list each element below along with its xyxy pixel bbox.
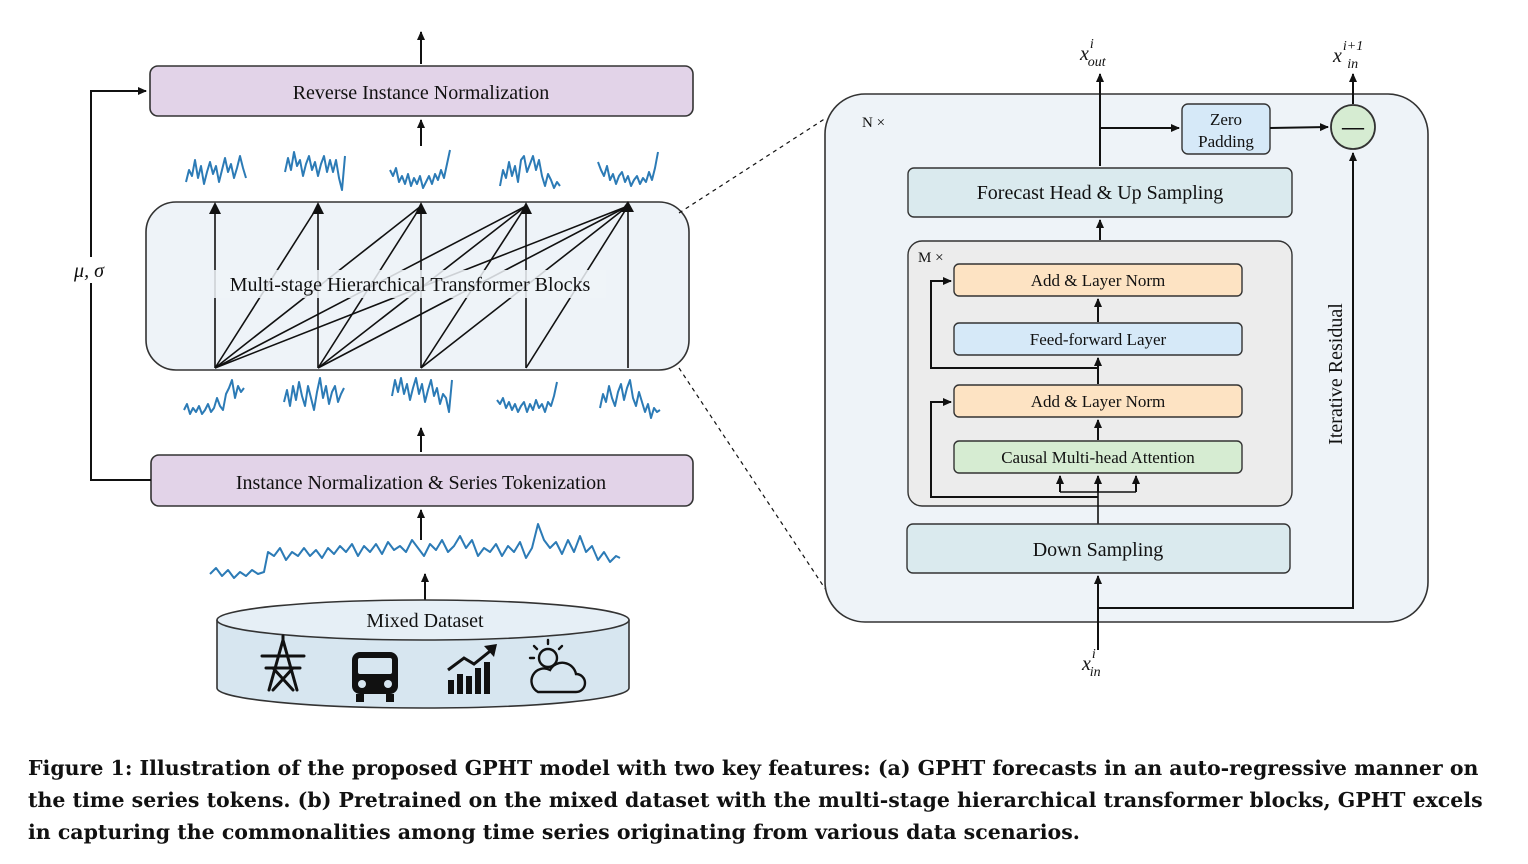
n-times-label: N × (862, 115, 885, 131)
add-norm-bottom-box: Add & Layer Norm (953, 384, 1243, 418)
forecast-head-label: Forecast Head & Up Sampling (977, 182, 1224, 204)
zoom-line-bottom (678, 367, 827, 591)
input-wave-2 (283, 377, 345, 411)
zoom-line-top (678, 117, 827, 214)
down-sampling-box: Down Sampling (906, 523, 1291, 574)
input-wave-1 (183, 379, 245, 415)
output-token-waves (185, 149, 659, 191)
residual-attention (930, 398, 1098, 498)
m-times-label: M × (918, 250, 944, 266)
add-norm-top-label: Add & Layer Norm (1031, 271, 1166, 290)
gpht-architecture-diagram: Reverse Instance Normalization (68, 31, 1429, 709)
zero-padding-label-1: Zero (1210, 110, 1242, 129)
growth-chart-icon (447, 644, 497, 694)
raw-series-wave (209, 523, 621, 579)
transformer-block-panel: M × (907, 240, 1293, 507)
bus-icon (352, 652, 398, 702)
arrow-to-minus (1269, 123, 1329, 132)
forecast-head-box: Forecast Head & Up Sampling (907, 167, 1293, 218)
input-wave-5 (599, 379, 661, 419)
residual-feed-forward (930, 277, 1098, 369)
zero-padding-label-2: Padding (1198, 132, 1254, 151)
input-wave-3 (391, 377, 453, 413)
feed-forward-label: Feed-forward Layer (1030, 330, 1167, 349)
reverse-instance-norm-box: Reverse Instance Normalization (149, 65, 694, 117)
input-wave-4 (496, 381, 558, 413)
input-token-waves (183, 377, 661, 419)
iterative-residual-path (1098, 152, 1357, 609)
output-wave-4 (499, 155, 561, 189)
attention-box: Causal Multi-head Attention (953, 440, 1243, 474)
mu-sigma-skip-connection: μ, σ (68, 87, 151, 481)
add-norm-top-box: Add & Layer Norm (953, 263, 1243, 297)
sun-cloud-icon (528, 638, 587, 694)
mu-sigma-label: μ, σ (73, 260, 105, 282)
output-wave-1 (185, 155, 247, 185)
figure-caption: Figure 1: Illustration of the proposed G… (28, 756, 1483, 844)
instance-norm-label: Instance Normalization & Series Tokeniza… (236, 472, 606, 494)
minus-operator: — (1330, 104, 1376, 150)
output-wave-3 (389, 149, 451, 189)
multi-stage-blocks-label: Multi-stage Hierarchical Transformer Blo… (230, 274, 591, 296)
add-norm-bottom-label: Add & Layer Norm (1031, 392, 1166, 411)
power-tower-icon (260, 634, 306, 692)
attention-label: Causal Multi-head Attention (1001, 448, 1195, 467)
zero-padding-box: Zero Padding (1181, 103, 1271, 155)
down-sampling-label: Down Sampling (1033, 539, 1164, 561)
instance-norm-box: Instance Normalization & Series Tokeniza… (150, 454, 694, 507)
output-wave-5 (597, 151, 659, 187)
mixed-dataset-cylinder: Mixed Dataset (216, 599, 630, 709)
iterative-residual-label: Iterative Residual (1325, 303, 1347, 445)
reverse-instance-norm-label: Reverse Instance Normalization (293, 82, 550, 104)
output-wave-2 (284, 151, 346, 191)
feed-forward-box: Feed-forward Layer (953, 322, 1243, 356)
minus-sign: — (1341, 114, 1365, 139)
mixed-dataset-label: Mixed Dataset (366, 610, 484, 632)
